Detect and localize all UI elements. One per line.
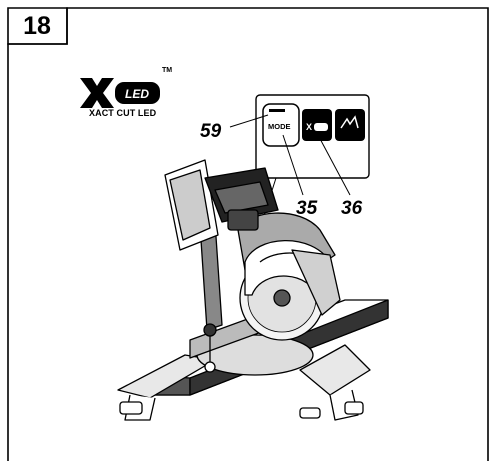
- miter-saw-icon: [117, 159, 389, 421]
- callout-36: 36: [341, 198, 363, 219]
- step-number: 18: [23, 12, 51, 40]
- callout-35: 35: [296, 198, 318, 219]
- logo-caption: XACT CUT LED: [89, 108, 157, 118]
- callout-59: 59: [200, 121, 222, 142]
- inset-panel: X: [229, 94, 370, 223]
- svg-text:LED: LED: [125, 87, 149, 101]
- mode-button-label: MODE: [268, 122, 291, 131]
- trademark-label: TM: [162, 67, 173, 74]
- x-led-logo-icon: LED: [80, 78, 160, 108]
- svg-text:X: X: [306, 122, 312, 132]
